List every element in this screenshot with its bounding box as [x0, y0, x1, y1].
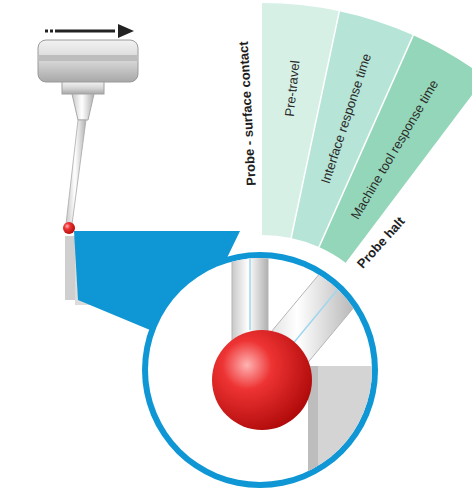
arrow-head	[118, 24, 134, 38]
motion-arrow	[45, 30, 120, 33]
band-edge	[291, 11, 339, 238]
band-edge	[346, 78, 472, 263]
event-label: Probe - surface contact	[236, 41, 259, 186]
probe	[38, 24, 138, 234]
timing-bands	[262, 3, 472, 263]
workpiece	[65, 236, 75, 300]
zoom-view	[212, 240, 398, 488]
